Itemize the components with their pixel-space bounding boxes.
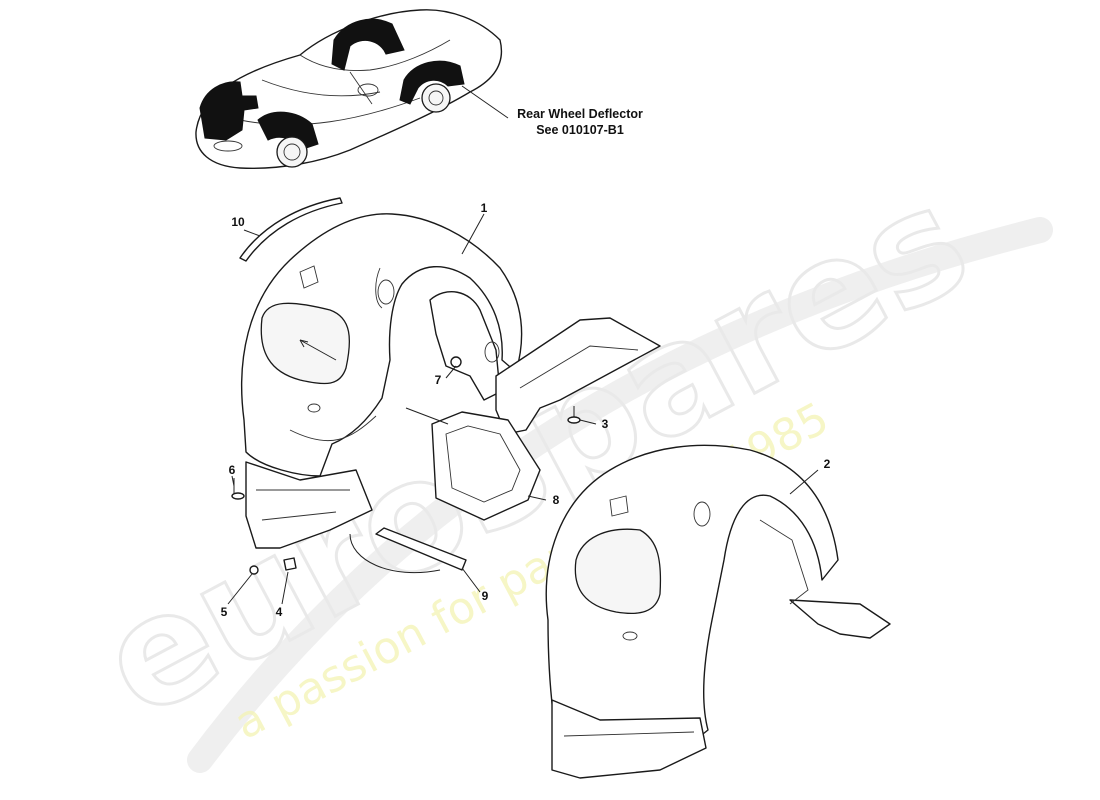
rear-right-deflector-silhouette: [399, 60, 465, 105]
reference-note-line2: See 010107-B1: [536, 123, 624, 137]
callout-4: 4: [276, 605, 283, 619]
callout-6: 6: [229, 463, 236, 477]
part-1-wheel-arch-liner: [241, 213, 523, 549]
watermark-brand: eurospares: [75, 153, 994, 752]
rear-left-deflector-silhouette: [331, 18, 405, 71]
leader-lines: [227, 213, 819, 605]
callout-3: 3: [602, 417, 609, 431]
front-right-deflector-silhouette: [257, 111, 319, 151]
callout-5: 5: [221, 605, 228, 619]
part-10-seal-strip: [239, 197, 343, 262]
callout-10: 10: [231, 215, 245, 229]
callout-2: 2: [824, 457, 831, 471]
watermark-swoosh: [187, 217, 1053, 773]
part-8-duct-frame: [431, 411, 541, 521]
reference-note-line1: Rear Wheel Deflector: [517, 107, 643, 121]
part-9-strip: [375, 527, 467, 571]
part-4-clip: [283, 557, 297, 571]
part-5-clip: [249, 565, 259, 575]
callout-8: 8: [553, 493, 560, 507]
car-overview-illustration: [195, 9, 509, 170]
part-2-wheel-arch-liner: [545, 444, 891, 779]
callout-9: 9: [482, 589, 489, 603]
part-7-clip: [450, 356, 462, 368]
part-6-clip: [231, 478, 245, 500]
callout-1: 1: [481, 201, 488, 215]
callout-7: 7: [435, 373, 442, 387]
front-left-deflector-silhouette: [199, 81, 259, 141]
